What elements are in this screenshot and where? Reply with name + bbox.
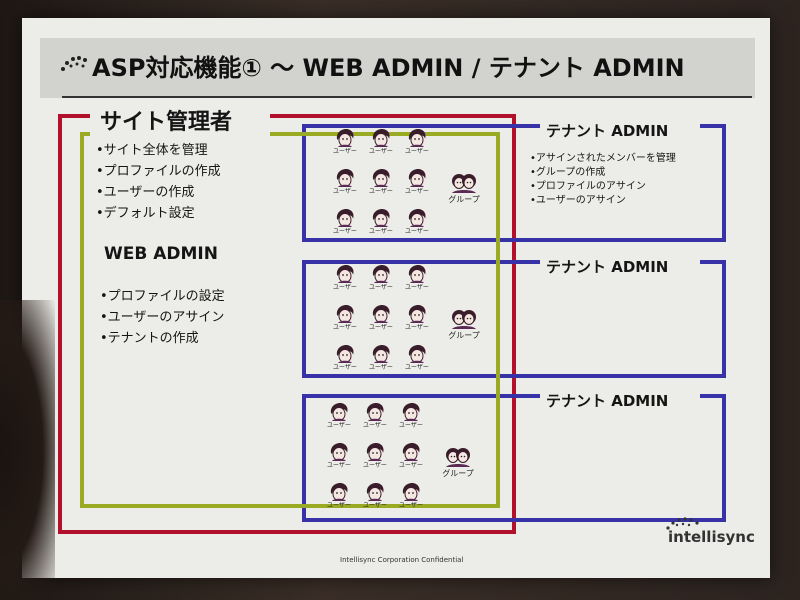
user-icon: ユーザー [360, 442, 390, 469]
slide-title: ASP対応機能① ～ WEB ADMIN / テナント ADMIN [92, 54, 685, 82]
group-caption: グループ [448, 195, 480, 204]
user-icon: ユーザー [360, 482, 390, 509]
user-caption: ユーザー [405, 148, 429, 155]
group-caption: グループ [442, 469, 474, 478]
title-bar [40, 38, 755, 98]
user-icon: ユーザー [330, 168, 360, 195]
user-icon: ユーザー [402, 168, 432, 195]
user-icon: ユーザー [324, 482, 354, 509]
user-caption: ユーザー [327, 462, 351, 469]
user-caption: ユーザー [333, 188, 357, 195]
user-icon: ユーザー [396, 442, 426, 469]
user-icon: ユーザー [402, 208, 432, 235]
list-item: •サイト全体を管理 [96, 143, 208, 158]
footer-confidential: Intellisync Corporation Confidential [340, 556, 464, 564]
user-caption: ユーザー [369, 188, 393, 195]
group-icon: グループ [436, 446, 480, 479]
web-admin-frame [80, 132, 500, 508]
user-caption: ユーザー [369, 284, 393, 291]
user-caption: ユーザー [405, 228, 429, 235]
user-caption: ユーザー [333, 148, 357, 155]
user-caption: ユーザー [399, 502, 423, 509]
user-caption: ユーザー [405, 324, 429, 331]
user-caption: ユーザー [369, 228, 393, 235]
user-icon: ユーザー [330, 344, 360, 371]
user-icon: ユーザー [324, 442, 354, 469]
user-caption: ユーザー [369, 324, 393, 331]
user-caption: ユーザー [363, 502, 387, 509]
user-caption: ユーザー [327, 502, 351, 509]
user-icon: ユーザー [402, 128, 432, 155]
user-caption: ユーザー [363, 462, 387, 469]
user-caption: ユーザー [405, 188, 429, 195]
tenant-label-panel-1 [540, 118, 700, 138]
user-icon: ユーザー [366, 264, 396, 291]
web-admin-heading: WEB ADMIN [104, 244, 218, 264]
user-caption: ユーザー [363, 422, 387, 429]
tenant-list-1: •アサインされたメンバーを管理 •グループの作成 •プロファイルのアサイン •ユ… [530, 152, 676, 208]
site-admin-frame [58, 114, 516, 534]
logo-dots-icon [61, 56, 87, 71]
user-caption: ユーザー [333, 284, 357, 291]
list-item: •アサインされたメンバーを管理 [530, 153, 676, 164]
tenant-frame-2 [302, 260, 726, 378]
presenter-silhouette [0, 300, 55, 600]
user-caption: ユーザー [399, 462, 423, 469]
site-admin-panel [90, 104, 270, 230]
user-caption: ユーザー [405, 284, 429, 291]
user-icon: ユーザー [330, 208, 360, 235]
user-caption: ユーザー [333, 324, 357, 331]
tenant-heading-3: テナント ADMIN [546, 392, 669, 410]
user-caption: ユーザー [405, 364, 429, 371]
tenant-frame-3 [302, 394, 726, 522]
site-admin-heading: サイト管理者 [100, 110, 233, 135]
user-icon: ユーザー [330, 128, 360, 155]
site-admin-list: •サイト全体を管理 •プロファイルの作成 •ユーザーの作成 •デフォルト設定 [96, 140, 221, 224]
list-item: •グループの作成 [530, 167, 606, 178]
group-caption: グループ [448, 331, 480, 340]
web-admin-list: •プロファイルの設定 •ユーザーのアサイン •テナントの作成 [100, 286, 225, 349]
user-caption: ユーザー [399, 422, 423, 429]
user-icon: ユーザー [402, 264, 432, 291]
web-admin-label-panel [90, 238, 250, 272]
user-icon: ユーザー [330, 304, 360, 331]
list-item: •ユーザーの作成 [96, 185, 195, 200]
user-icon: ユーザー [366, 208, 396, 235]
tenant-label-panel-2 [540, 254, 700, 274]
intellisync-logo-icon [666, 517, 699, 530]
user-icon: ユーザー [324, 402, 354, 429]
user-icon: ユーザー [396, 402, 426, 429]
title-divider [62, 96, 752, 98]
list-item: •プロファイルの設定 [100, 289, 225, 304]
user-icon: ユーザー [330, 264, 360, 291]
tenant-heading-2: テナント ADMIN [546, 258, 669, 276]
user-caption: ユーザー [369, 148, 393, 155]
list-item: •デフォルト設定 [96, 206, 195, 221]
user-icon: ユーザー [396, 482, 426, 509]
user-caption: ユーザー [333, 364, 357, 371]
tenant-label-panel-3 [540, 388, 700, 408]
user-icon: ユーザー [402, 304, 432, 331]
user-icon: ユーザー [402, 344, 432, 371]
user-icon: ユーザー [366, 304, 396, 331]
user-caption: ユーザー [333, 228, 357, 235]
group-icon: グループ [442, 172, 486, 205]
list-item: •テナントの作成 [100, 331, 199, 346]
list-item: •プロファイルのアサイン [530, 181, 646, 192]
user-icon: ユーザー [360, 402, 390, 429]
user-icon: ユーザー [366, 168, 396, 195]
user-caption: ユーザー [369, 364, 393, 371]
tenant-heading-1: テナント ADMIN [546, 122, 669, 140]
tenant-frame-1 [302, 124, 726, 242]
list-item: •ユーザーのアサイン [530, 195, 626, 206]
user-icon: ユーザー [366, 344, 396, 371]
logo-text: intellisync [668, 528, 755, 546]
user-caption: ユーザー [327, 422, 351, 429]
list-item: •ユーザーのアサイン [100, 310, 225, 325]
group-icon: グループ [442, 308, 486, 341]
list-item: •プロファイルの作成 [96, 164, 221, 179]
user-icon: ユーザー [366, 128, 396, 155]
